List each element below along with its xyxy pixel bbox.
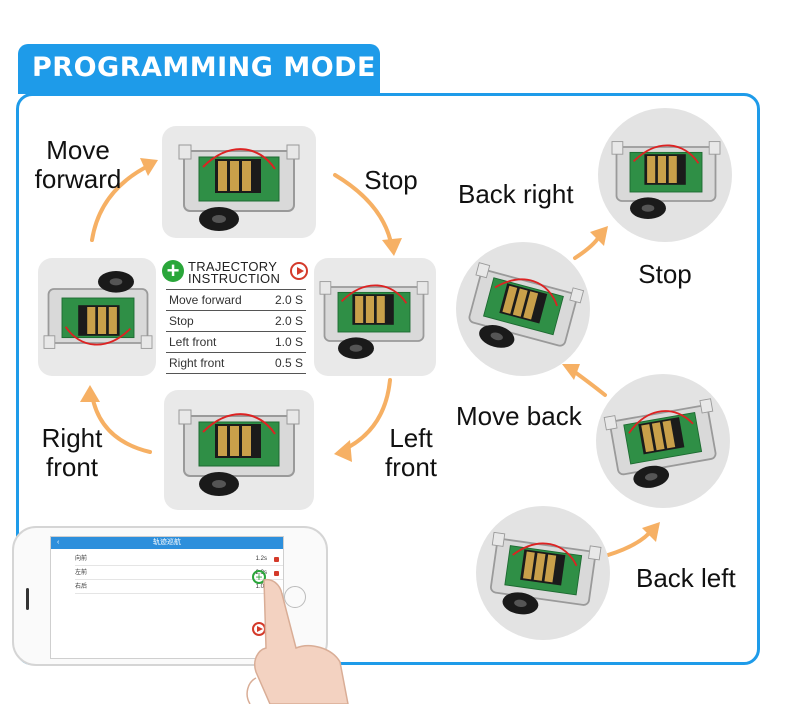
robot-image (319, 280, 429, 360)
label-move-back: Move back (456, 401, 582, 431)
label-back-left: Back left (636, 563, 736, 593)
trajectory-title: TRAJECTORY INSTRUCTION (188, 259, 281, 286)
app-header: ‹ 轨迹巡航 (51, 537, 283, 549)
row-action: Stop (166, 310, 264, 332)
row-action: Right front (166, 352, 264, 374)
arrow-head-2 (382, 238, 402, 256)
arrow-head-1 (140, 158, 158, 176)
robot-image (178, 144, 300, 232)
hand-image (246, 578, 349, 704)
robot-image (603, 397, 725, 495)
arrow-to-move-back (570, 368, 607, 397)
row-action: Left front (166, 331, 264, 353)
app-row-time: 1.2s (255, 556, 267, 562)
robot-photo-right-side (38, 258, 156, 376)
label-back-right: Back right (458, 179, 574, 209)
app-row-action: 向前 (75, 556, 88, 562)
phone-screen: ‹ 轨迹巡航 向前 1.2s 左前 2.9s 右后 1.0s + (50, 536, 284, 659)
play-icon[interactable] (290, 262, 308, 280)
row-action: Move forward (166, 289, 264, 311)
arrow-head-3 (334, 440, 352, 462)
arrow-up-right (90, 163, 152, 242)
row-time: 1.0 S (263, 331, 306, 353)
robot-image (43, 270, 153, 350)
robot-photo-stop (314, 258, 436, 376)
arrow-head-4 (80, 385, 100, 402)
robot-image (482, 531, 602, 625)
trajectory-title-line2: INSTRUCTION (188, 271, 281, 286)
delete-icon[interactable] (274, 557, 279, 562)
app-title: 轨迹巡航 (153, 539, 181, 546)
content-frame (16, 93, 760, 665)
robot-image (458, 261, 585, 367)
arrow-head-5 (590, 226, 608, 246)
mode-title: PROGRAMMING MODE (32, 52, 376, 83)
arrow-to-back-left (606, 528, 654, 557)
robot-photo-right-stop (456, 242, 590, 376)
row-time: 2.0 S (263, 310, 306, 332)
arrow-head-6 (562, 364, 580, 380)
arrow-head-7 (642, 522, 660, 542)
phone-side-button (26, 588, 29, 610)
row-time: 2.0 S (263, 289, 306, 311)
add-step-icon[interactable]: + (252, 570, 266, 584)
robot-photo-move-back (596, 374, 730, 508)
app-row-action: 右后 (75, 584, 88, 590)
phone-home-button[interactable] (284, 586, 306, 608)
label-right-stop: Stop (638, 259, 692, 289)
arrow-to-back-right (573, 233, 602, 260)
label-stop: Stop (364, 165, 418, 195)
app-row-action: 左前 (75, 570, 88, 576)
robot-photo-forward (162, 126, 316, 238)
delete-icon[interactable] (274, 571, 279, 576)
label-move-forward: Move forward (34, 135, 122, 194)
add-icon[interactable]: + (162, 260, 184, 282)
back-icon[interactable]: ‹ (57, 539, 60, 546)
label-left-front: Left front (384, 423, 438, 482)
trajectory-title-line1: TRAJECTORY (188, 259, 278, 274)
robot-photo-left (164, 390, 314, 510)
robot-image (178, 409, 300, 497)
list-item[interactable]: 向前 1.2s (75, 554, 283, 566)
label-right-front: Right front (41, 423, 103, 482)
arrow-up-left (90, 393, 152, 454)
app-row-time: 1.0s (255, 584, 267, 590)
row-time: 0.5 S (263, 352, 306, 374)
robot-photo-back-right (598, 108, 732, 242)
robot-photo-back-left (476, 506, 610, 640)
mode-banner: PROGRAMMING MODE (18, 44, 380, 94)
robot-image (611, 140, 721, 220)
arrow-down-left (341, 378, 392, 452)
